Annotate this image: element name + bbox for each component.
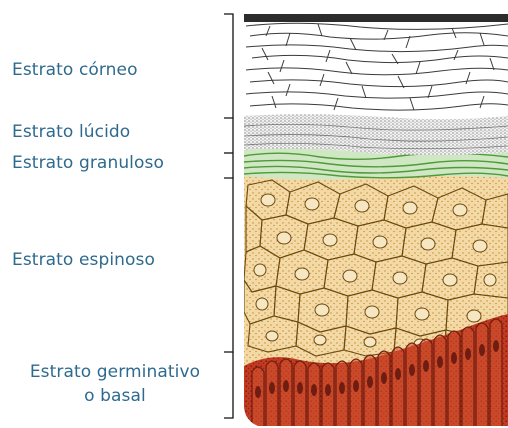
bracket-corneo <box>224 14 233 118</box>
bracket-lucido-granuloso <box>224 118 233 178</box>
corneo-layer <box>244 13 508 110</box>
tissue-section <box>240 13 508 428</box>
bracket-germinativo <box>224 352 233 418</box>
corneo-top-dense <box>244 13 508 22</box>
layer-brackets <box>224 14 233 418</box>
bracket-espinoso <box>224 178 233 352</box>
